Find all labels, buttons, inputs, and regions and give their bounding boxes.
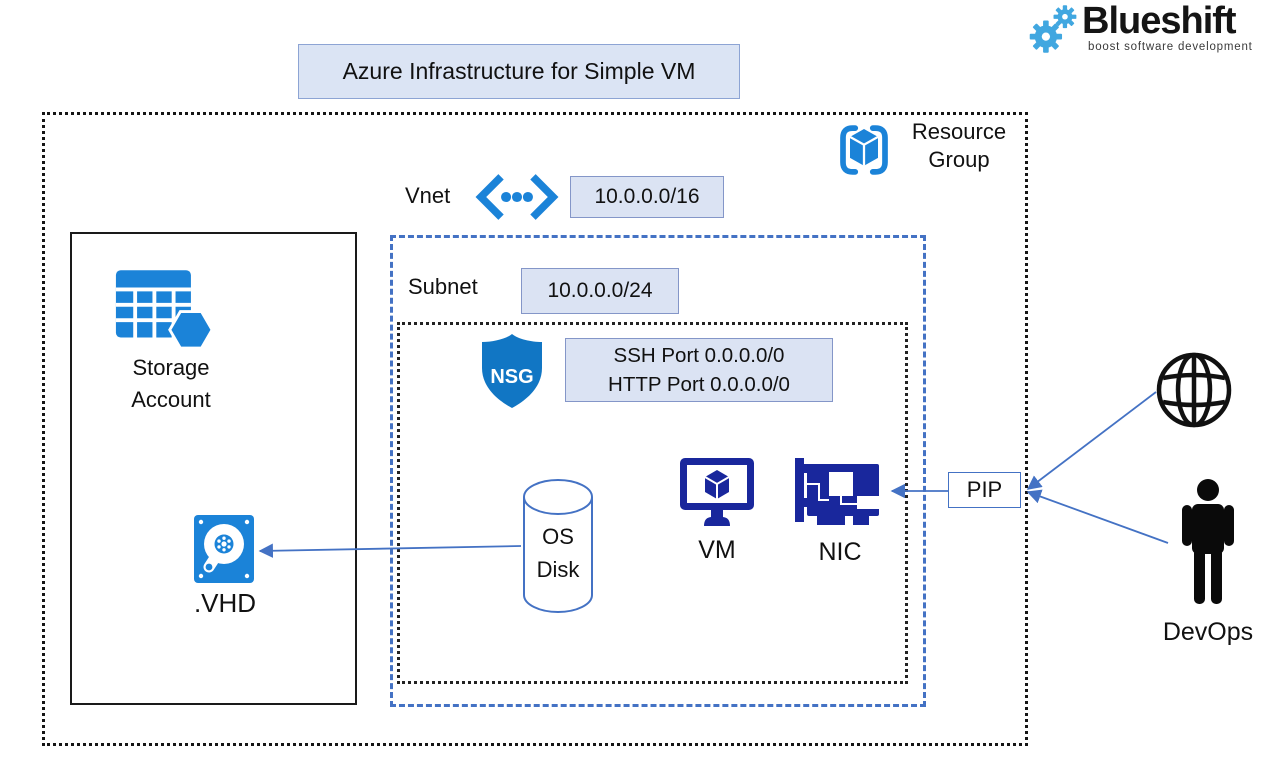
- vhd-label: .VHD: [193, 588, 257, 618]
- subnet-cidr-box: 10.0.0.0/24: [521, 268, 679, 314]
- page-title: Azure Infrastructure for Simple VM: [298, 44, 740, 99]
- resource-group-box: [42, 112, 1028, 746]
- logo-name: Blueshift: [1082, 0, 1237, 42]
- storage-account-icon: [115, 270, 214, 350]
- logo-tagline: boost software development: [1088, 41, 1253, 53]
- subnet-label: Subnet: [408, 274, 478, 299]
- resource-group-icon: [840, 125, 888, 175]
- devops-label: DevOps: [1162, 618, 1254, 646]
- os-disk-icon: [523, 479, 593, 613]
- vm-icon: [680, 458, 754, 526]
- devops-person-icon: [1182, 479, 1234, 604]
- nsg-rule-ssh: SSH Port 0.0.0.0/0: [613, 344, 785, 367]
- nic-icon: [795, 458, 879, 525]
- vm-label: VM: [698, 536, 736, 564]
- pip-box: PIP: [948, 472, 1021, 508]
- vnet-icon: [475, 174, 559, 220]
- nsg-rules-box: SSH Port 0.0.0.0/0 HTTP Port 0.0.0.0/0: [565, 338, 833, 402]
- vnet-cidr-box: 10.0.0.0/16: [570, 176, 724, 218]
- os-disk-label: OS Disk: [536, 524, 580, 582]
- internet-globe-icon: [1156, 352, 1232, 428]
- nsg-rule-http: HTTP Port 0.0.0.0/0: [608, 373, 790, 396]
- logo-gears-icon: [1029, 5, 1077, 53]
- subnet-box: [390, 235, 926, 707]
- vnet-label: Vnet: [405, 183, 451, 208]
- arrow-devops-to-pip: [1026, 489, 1169, 544]
- nsg-shield-icon: NSG: [482, 334, 542, 408]
- vhd-icon: [194, 515, 254, 583]
- nsg-label: NSG: [490, 366, 533, 388]
- storage-account-label: Storage Account: [131, 355, 211, 412]
- arrow-internet-to-pip: [1026, 391, 1157, 490]
- resource-group-label: Resource Group: [911, 119, 1007, 172]
- nic-label: NIC: [818, 538, 862, 566]
- nsg-boundary-box: [397, 322, 908, 684]
